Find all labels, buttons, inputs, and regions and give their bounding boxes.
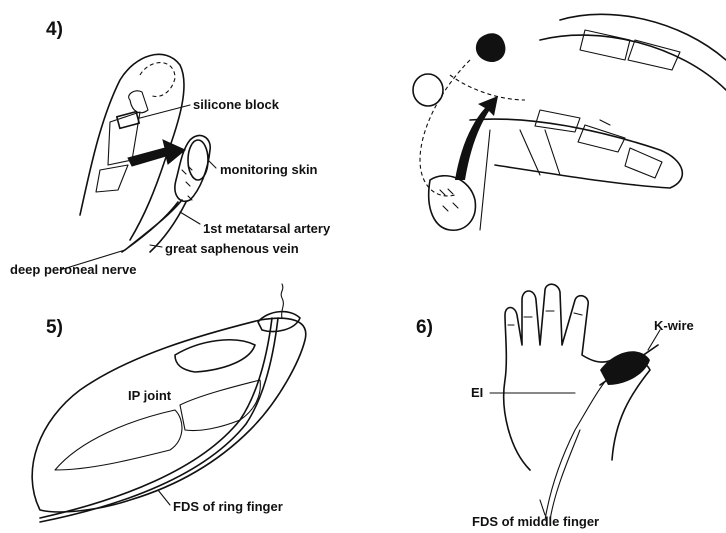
tie-over-button (258, 312, 300, 332)
toe-flap (429, 176, 476, 230)
ei-label: EI (471, 386, 483, 399)
finger-bones (535, 30, 680, 178)
peroneal-nerve-label: deep peroneal nerve (10, 263, 136, 276)
ip-joint-label: IP joint (128, 389, 171, 402)
circle-bone (413, 74, 443, 106)
leader-artery (180, 212, 200, 224)
silicone-block (117, 112, 139, 129)
black-block (476, 33, 506, 62)
pull-suture (281, 284, 283, 318)
leader-monitoring (208, 160, 216, 168)
panel-4-number: 4) (46, 20, 63, 39)
panel-4-drawing (60, 54, 216, 270)
k-wire-label: K-wire (654, 319, 694, 332)
hand-skeleton-drawing (413, 14, 726, 230)
proximal-phalanx-bone (96, 165, 128, 192)
distal-phalanx-bone (129, 91, 148, 113)
monitoring-skin-paddle (188, 140, 208, 180)
panel-5-number: 5) (46, 318, 63, 337)
transfer-arrow (128, 140, 185, 166)
metatarsal-artery-label: 1st metatarsal artery (203, 222, 330, 235)
finger-outline (32, 318, 306, 512)
curved-arrow (455, 96, 498, 180)
nail-outline (175, 340, 255, 372)
silicone-block-label: silicone block (193, 98, 279, 111)
hand-outline (540, 14, 726, 90)
panel-5-drawing (32, 284, 306, 522)
toe-flap-detail (440, 189, 458, 211)
panel-6-number: 6) (416, 318, 433, 337)
fds-middle-label: FDS of middle finger (472, 515, 599, 528)
panel-6-drawing (490, 284, 660, 520)
leader-fds-ring (158, 490, 170, 505)
fds-ring-label: FDS of ring finger (173, 500, 283, 513)
leader-fds-middle (540, 500, 545, 515)
phalanx-outline (55, 410, 182, 470)
saphenous-vein-label: great saphenous vein (165, 242, 299, 255)
monitoring-skin-label: monitoring skin (220, 163, 318, 176)
joint-lines (480, 120, 610, 230)
nail-plate (140, 63, 175, 97)
